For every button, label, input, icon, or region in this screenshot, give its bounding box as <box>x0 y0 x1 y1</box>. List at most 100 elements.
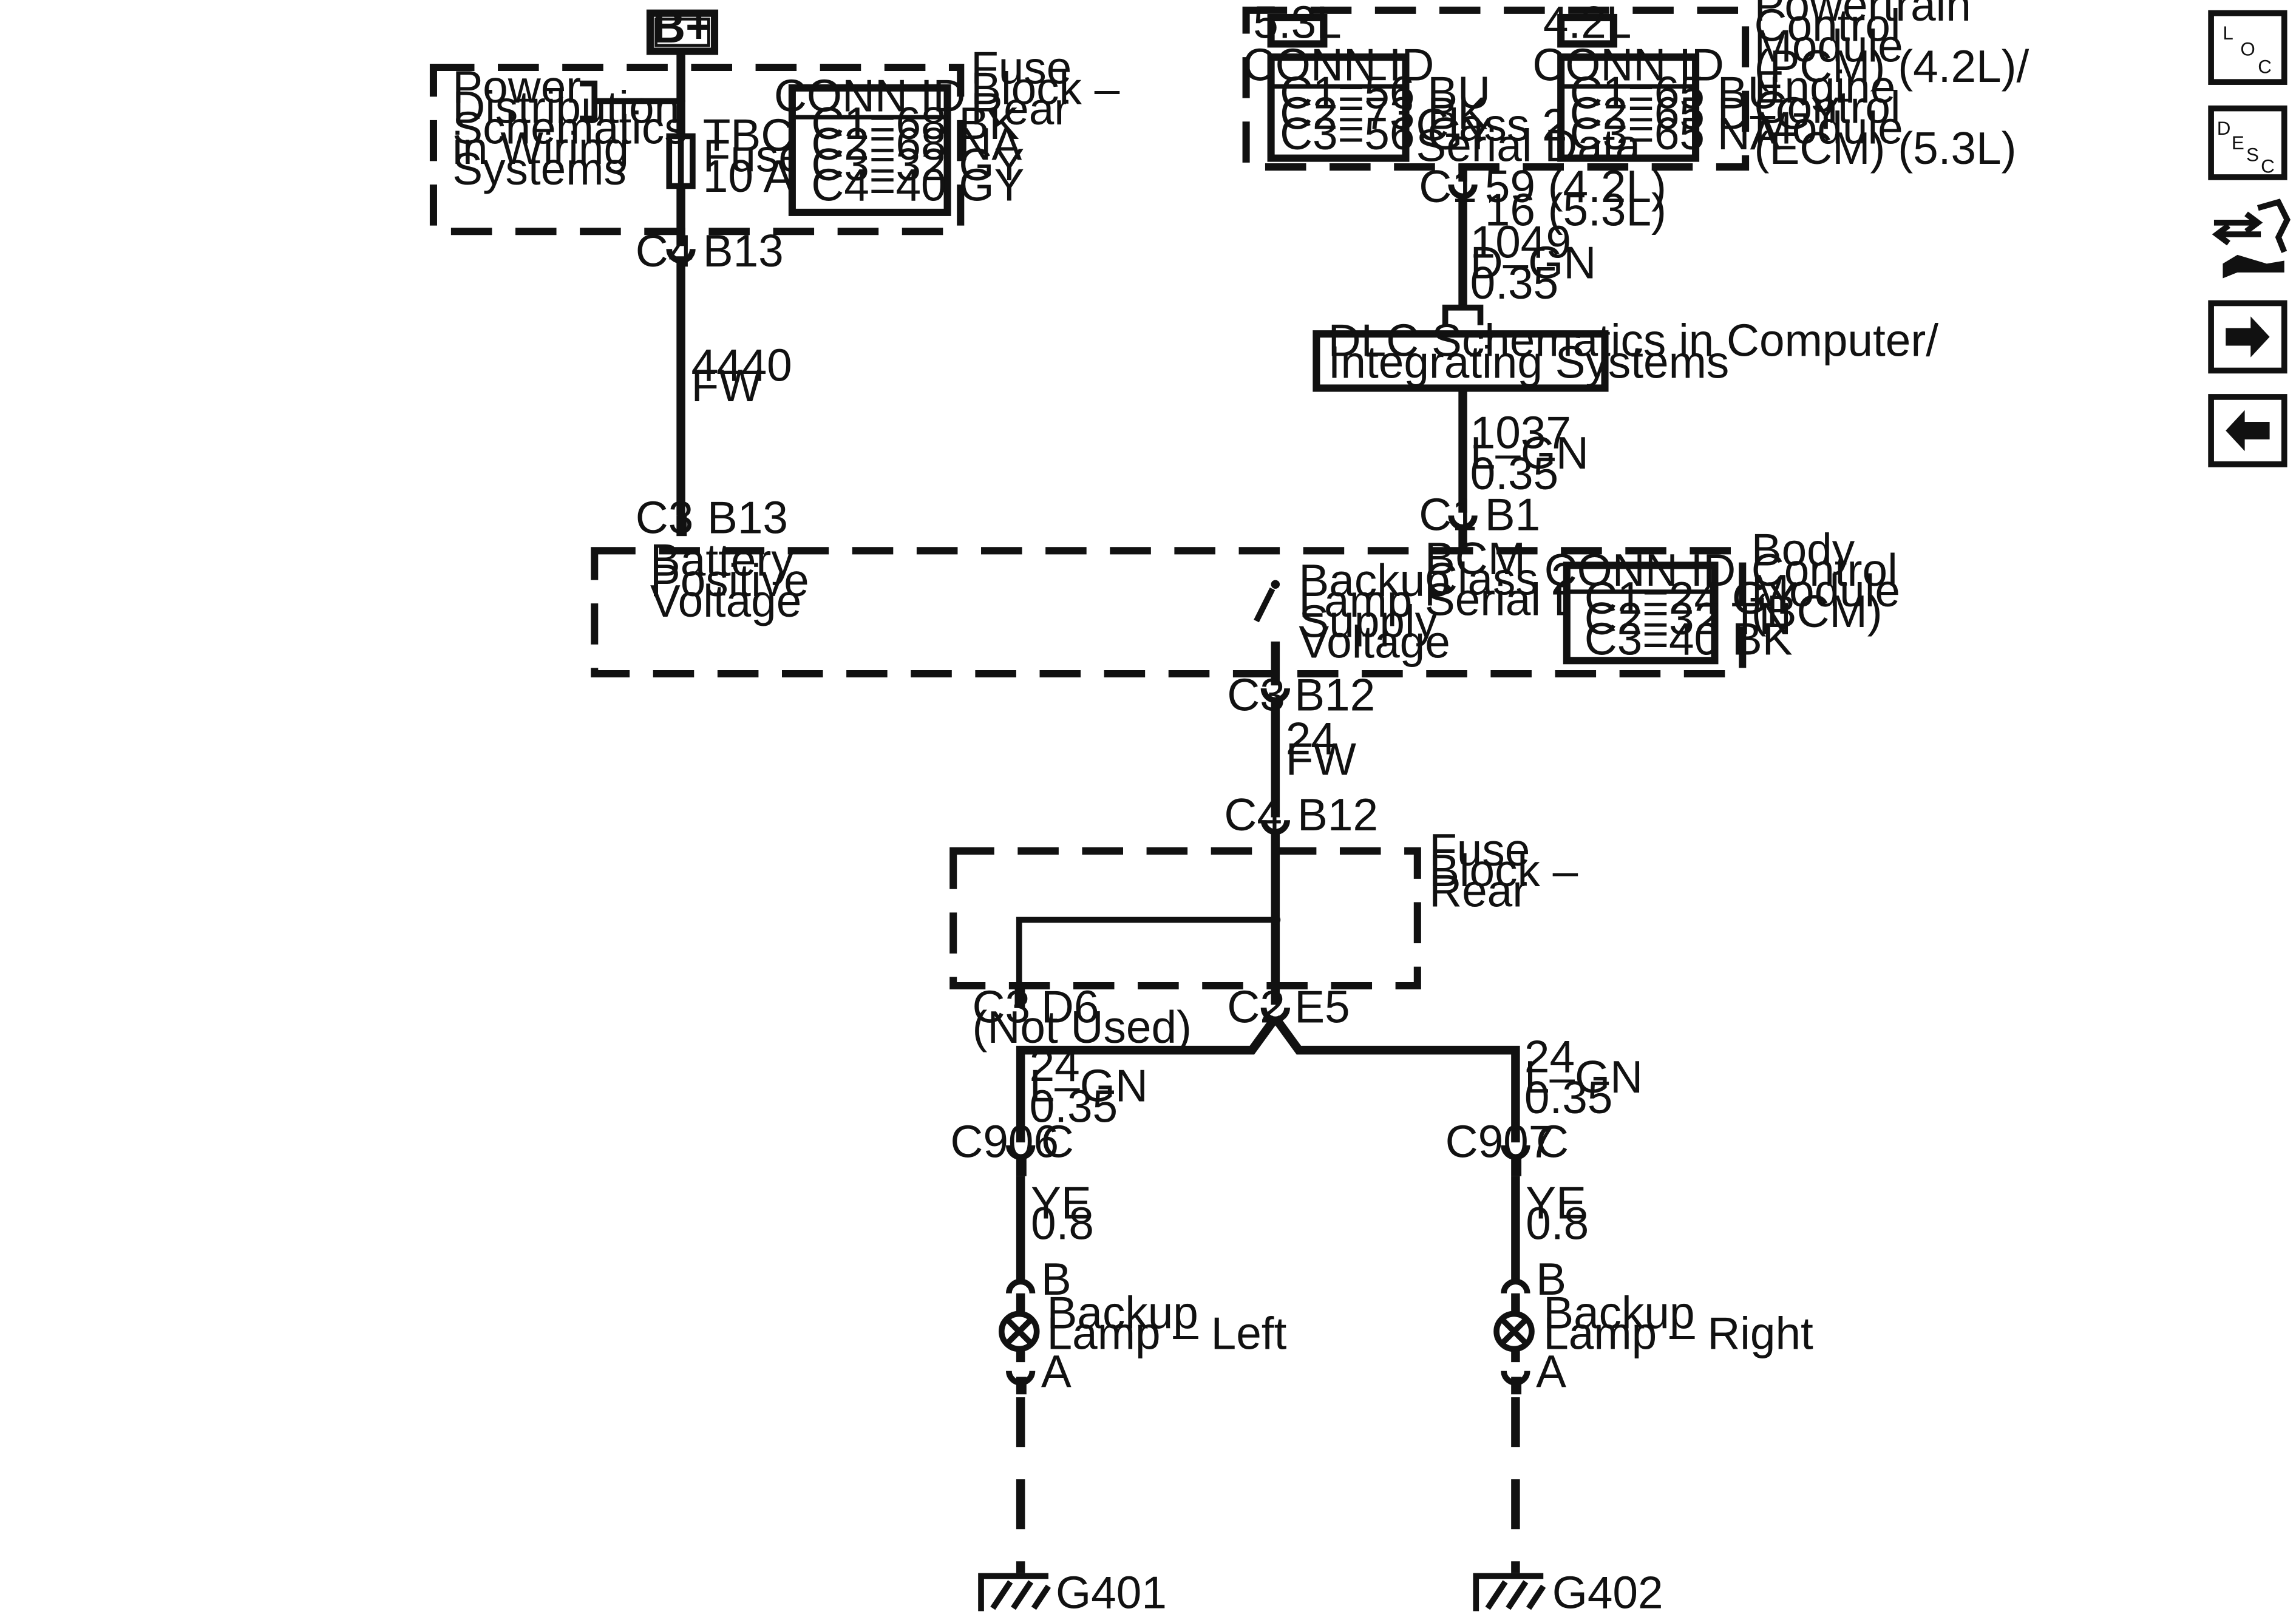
svg-text:Control: Control <box>1754 82 1901 133</box>
svg-text:1049: 1049 <box>1470 217 1571 268</box>
connector-right-a-label: A <box>1536 1346 1566 1397</box>
svg-text:(BCM): (BCM) <box>1751 586 1883 637</box>
svg-text:59 (4.2L): 59 (4.2L) <box>1485 161 1666 212</box>
arrow-right-icon[interactable] <box>2208 300 2288 374</box>
svg-text:C2=68 NA: C2=68 NA <box>811 118 1022 169</box>
wire-left-branch <box>1016 1015 1279 1143</box>
bcm-outline <box>591 547 1747 678</box>
connector-c907-pin-label: C <box>1536 1116 1569 1167</box>
wire-ye-right-label: YE 0.8 <box>1526 1178 1589 1249</box>
svg-text:C2=32 TN: C2=32 TN <box>1584 593 1792 644</box>
svg-text:C4=40 GY: C4=40 GY <box>811 160 1024 211</box>
power-distribution-bracket <box>580 80 681 122</box>
svg-text:0.35: 0.35 <box>1470 257 1558 308</box>
svg-text:Lamp – Left: Lamp – Left <box>1047 1307 1287 1358</box>
svg-text:DLC Schematics in Computer/: DLC Schematics in Computer/ <box>1328 314 1939 365</box>
battery-terminal: B+ <box>646 1 719 55</box>
svg-text:C2=73 BK: C2=73 BK <box>1280 87 1488 138</box>
svg-text:Powertrain: Powertrain <box>1754 0 1971 30</box>
power-distribution-reference: Power Distribution Schematics in Wiring … <box>452 61 687 194</box>
svg-text:D: D <box>2217 118 2231 139</box>
svg-text:Backup: Backup <box>1047 1287 1198 1338</box>
svg-text:Lamp: Lamp <box>1299 575 1412 626</box>
svg-text:CONN ID: CONN ID <box>774 70 966 121</box>
svg-text:Body: Body <box>1751 524 1855 575</box>
svg-text:L–GN: L–GN <box>1470 427 1589 478</box>
svg-text:Control: Control <box>1754 0 1901 51</box>
svg-text:24: 24 <box>1286 713 1336 764</box>
svg-text:C: C <box>2261 156 2275 177</box>
connector-c3-b13 <box>676 515 687 537</box>
svg-text:Battery: Battery <box>650 534 794 585</box>
pcm-title: Powertrain Control Module (PCM) (4.2L)/ … <box>1754 0 2029 174</box>
svg-text:Block –: Block – <box>1429 845 1578 896</box>
connector-c907-label: C907 <box>1445 1116 1554 1167</box>
dlc-bracket-top <box>1442 304 1484 325</box>
svg-text:Module: Module <box>1751 565 1900 616</box>
backup-lamp-right-label: Backup Lamp – Right <box>1543 1287 1813 1359</box>
svg-text:Class 2: Class 2 <box>1416 100 1567 151</box>
bcm-conn-id: CONN ID C1=24 GY C2=32 TN C3=40 BK <box>1544 544 1798 664</box>
ground-g401-icon <box>978 1573 1051 1612</box>
svg-text:C1=56 BU: C1=56 BU <box>1280 67 1490 118</box>
not-used-label: (Not Used) <box>973 1002 1192 1053</box>
connector-c906-pin <box>1016 1155 1027 1176</box>
fuse-block-bottom-outline <box>949 847 1421 990</box>
connector-right-b-label: B <box>1536 1253 1566 1304</box>
svg-text:Voltage: Voltage <box>650 575 801 626</box>
right-branch-wire-top-label: 24 L–GN 0.35 <box>1524 1031 1643 1123</box>
battery-positive-voltage-label: Battery Positive Voltage <box>650 534 809 626</box>
svg-text:Voltage: Voltage <box>1299 616 1450 667</box>
tag-5-3l: 5.3L <box>1253 0 1341 48</box>
svg-text:C2=65 D–GY: C2=65 D–GY <box>1570 87 1841 138</box>
ground-g402-icon <box>1473 1573 1546 1612</box>
desc-button[interactable]: D E S C <box>2208 105 2288 180</box>
backup-lamp-right-icon <box>1493 1310 1535 1352</box>
svg-text:Schematics: Schematics <box>452 102 687 153</box>
svg-text:Module: Module <box>1754 102 1903 153</box>
svg-text:Module: Module <box>1754 20 1903 71</box>
connector-c907-pin <box>1511 1155 1522 1176</box>
wire-1049-label: 1049 D–GN 0.35 <box>1470 217 1597 309</box>
connector-left-a-label: A <box>1041 1346 1072 1397</box>
svg-text:0.35: 0.35 <box>1470 448 1558 499</box>
svg-text:E: E <box>2232 132 2244 154</box>
arrow-left-icon[interactable] <box>2208 394 2288 467</box>
connector-tool-icon[interactable] <box>2212 198 2291 279</box>
svg-text:(ECM) (5.3L): (ECM) (5.3L) <box>1754 123 2017 174</box>
connector-pcm-pins-label: 59 (4.2L) 16 (5.3L) <box>1485 161 1666 236</box>
tag-4-2l: 4.2L <box>1543 0 1631 48</box>
connector-right-b <box>1501 1278 1530 1294</box>
connector-bcm-b1-label: B1 <box>1485 489 1540 540</box>
svg-text:in Wiring: in Wiring <box>452 123 629 174</box>
svg-text:Distribution: Distribution <box>452 82 679 133</box>
dlc-reference-box: DLC Schematics in Computer/ Integrating … <box>1313 314 1939 392</box>
backup-lamp-left-label: Backup Lamp – Left <box>1047 1287 1287 1359</box>
left-branch-wire-top-label: 24 L–GN 0.35 <box>1030 1040 1148 1132</box>
connector-c3-d6-pin-label: D6 <box>1041 981 1099 1032</box>
wire-1037-label: 1037 L–GN 0.35 <box>1470 407 1589 499</box>
svg-text:Rear: Rear <box>971 83 1069 134</box>
svg-text:O: O <box>2240 39 2255 60</box>
svg-text:CONN ID: CONN ID <box>1544 544 1736 595</box>
svg-text:Engine: Engine <box>1754 61 1896 112</box>
svg-text:C1=65 BU: C1=65 BU <box>1570 67 1781 118</box>
connector-right-a-pin <box>1511 1377 1522 1395</box>
svg-text:24: 24 <box>1030 1040 1080 1091</box>
svg-text:C3=40 BK: C3=40 BK <box>1584 614 1793 665</box>
svg-text:FW: FW <box>691 360 762 411</box>
loc-button[interactable]: L O C <box>2208 10 2288 85</box>
battery-label: B+ <box>653 1 712 52</box>
svg-text:Class 2: Class 2 <box>1425 554 1576 605</box>
svg-text:C3=65 NA: C3=65 NA <box>1570 108 1781 159</box>
svg-text:L: L <box>2223 22 2233 44</box>
svg-text:L–GN: L–GN <box>1524 1051 1643 1102</box>
svg-text:Systems: Systems <box>452 143 627 194</box>
svg-text:Power: Power <box>452 61 581 112</box>
svg-text:24: 24 <box>1524 1031 1575 1082</box>
wire-24-fw-label: 24 FW <box>1286 713 1357 785</box>
pcm-conn-id-5-3l: CONN ID C1=56 BU C2=73 BK C3=56 GY <box>1243 39 1493 162</box>
connector-c906-pin-label: C <box>1041 1116 1074 1167</box>
svg-text:16 (5.3L): 16 (5.3L) <box>1485 185 1666 236</box>
splice-dot-lower <box>1270 914 1281 925</box>
